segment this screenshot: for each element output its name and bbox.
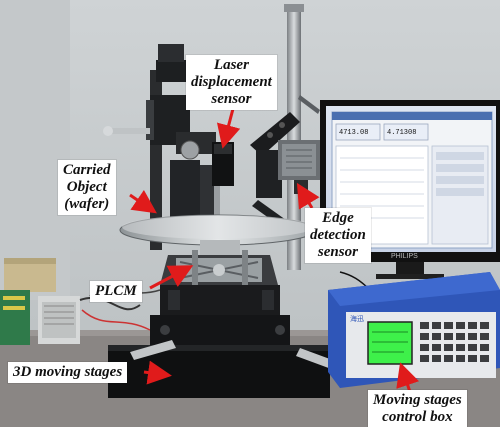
wall-shadow — [0, 0, 70, 300]
arrow-laser-sensor — [216, 104, 241, 149]
arrow-moving-stages — [143, 360, 172, 385]
lcd-screen — [367, 321, 413, 365]
clamp-right — [296, 348, 338, 370]
clamp-left — [130, 340, 176, 360]
arrow-carried-object — [129, 189, 157, 214]
arrow-control-box — [396, 362, 420, 393]
label-laser-sensor: Laser displacement sensor — [186, 55, 277, 110]
monitor — [320, 100, 500, 279]
base-plate — [108, 345, 330, 398]
monitor-brand: PHILIPS — [391, 253, 418, 260]
control-box-brand: 海迅 — [350, 316, 364, 324]
monitor-readout-2: 4.71308 — [387, 129, 417, 137]
monitor-readout-1: 4713.08 — [339, 129, 369, 137]
annotation-arrows — [129, 104, 420, 393]
label-plcm: PLCM — [90, 281, 142, 302]
label-carried-object: Carried Object (wafer) — [58, 160, 116, 215]
left-clutter — [0, 258, 161, 345]
label-control-box: Moving stages control box — [368, 390, 467, 427]
arrow-edge-sensor — [296, 182, 320, 210]
arrow-plcm — [149, 265, 194, 290]
xyz-stage — [150, 285, 290, 345]
control-box — [328, 272, 500, 388]
label-edge-sensor: Edge detection sensor — [305, 208, 371, 263]
label-moving-stages: 3D moving stages — [8, 362, 128, 383]
